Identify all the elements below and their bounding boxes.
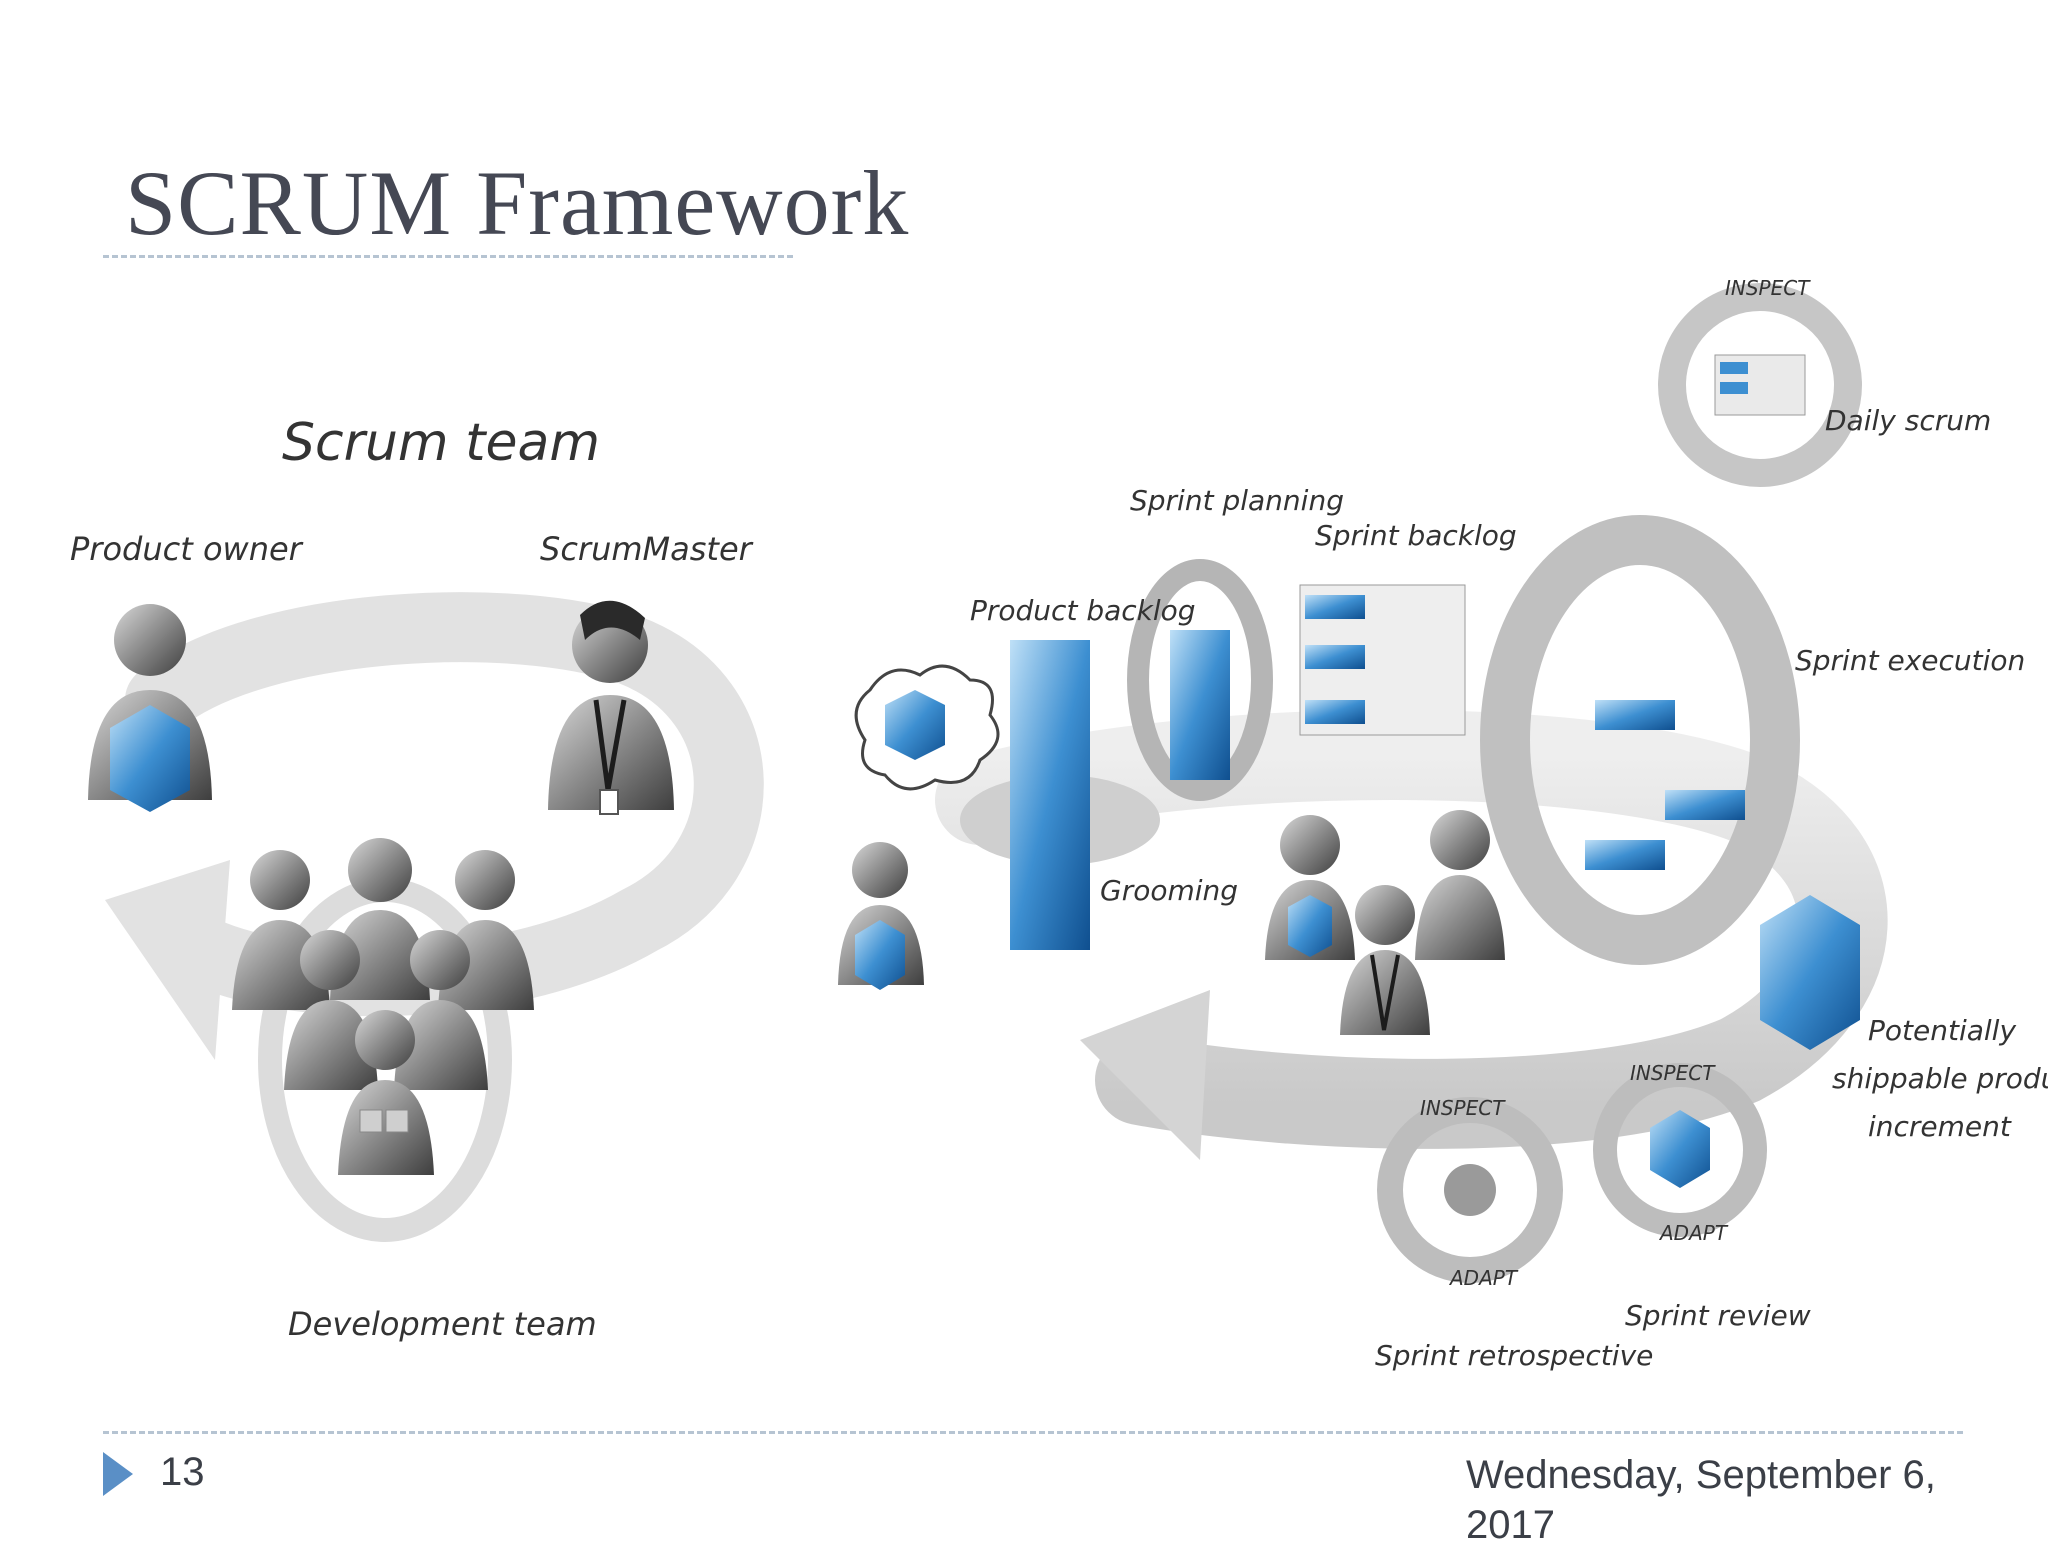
inspect-label-daily: INSPECT: [1725, 276, 1811, 300]
sprint-execution-label: Sprint execution: [1795, 644, 2025, 677]
sprint-retrospective-label: Sprint retrospective: [1375, 1339, 1653, 1372]
inspect-label-review: INSPECT: [1630, 1061, 1716, 1085]
footer-triangle-icon: [103, 1452, 133, 1496]
scrum-master-label: ScrumMaster: [540, 530, 754, 568]
sprint-execution-cycle: [1480, 515, 1800, 965]
scrum-team-diagram: Scrum team Product owner ScrumMaster Dev…: [70, 413, 764, 1343]
sprint-review-cycle: [1593, 1063, 1767, 1237]
development-team-label: Development team: [288, 1305, 597, 1343]
increment-cube-icon: [1760, 895, 1860, 1050]
sprint-backlog-grid: [1299, 584, 1466, 736]
inspect-label-retrospective: INSPECT: [1420, 1096, 1506, 1120]
slide-title: SCRUM Framework: [125, 152, 910, 254]
potentially-shippable-line-1: Potentially: [1868, 1014, 2016, 1047]
slide-date: Wednesday, September 6, 2017: [1466, 1453, 1936, 1547]
product-backlog-stack: [854, 640, 1160, 950]
title-divider: [103, 255, 793, 258]
sprint-retrospective-cycle: [1377, 1097, 1563, 1283]
adapt-label-retrospective: ADAPT: [1448, 1266, 1519, 1290]
sprint-planning-cycle: [1127, 559, 1273, 801]
adapt-label-review: ADAPT: [1658, 1221, 1729, 1245]
potentially-shippable-line-2: shippable product: [1832, 1062, 2048, 1095]
scrum-process-diagram: INSPECT ADAPT INSPECT ADAPT INSPECT Prod…: [838, 276, 2048, 1372]
process-product-owner-figure: [838, 842, 924, 990]
daily-scrum-cycle: [1658, 283, 1862, 487]
development-team-figures: [232, 838, 534, 1175]
process-flow-arrowhead: [1080, 990, 1210, 1160]
sprint-review-label: Sprint review: [1625, 1299, 1811, 1332]
team-cycle-arrowhead: [105, 860, 230, 1060]
footer-divider: [103, 1431, 1963, 1434]
sprint-planning-label: Sprint planning: [1130, 484, 1344, 517]
product-owner-figure: [88, 604, 212, 812]
product-owner-label: Product owner: [70, 530, 304, 568]
daily-scrum-label: Daily scrum: [1825, 404, 1991, 437]
scrum-team-heading: Scrum team: [282, 413, 600, 473]
grooming-label: Grooming: [1100, 874, 1238, 907]
product-cube-icon: [110, 705, 190, 812]
scrum-master-figure: [548, 600, 674, 815]
process-team-figures: [1265, 810, 1505, 1035]
idea-cube-icon: [885, 690, 945, 760]
page-number: 13: [160, 1450, 205, 1494]
product-backlog-label: Product backlog: [970, 594, 1196, 627]
potentially-shippable-line-3: increment: [1868, 1110, 2012, 1143]
sprint-backlog-label: Sprint backlog: [1315, 519, 1517, 552]
